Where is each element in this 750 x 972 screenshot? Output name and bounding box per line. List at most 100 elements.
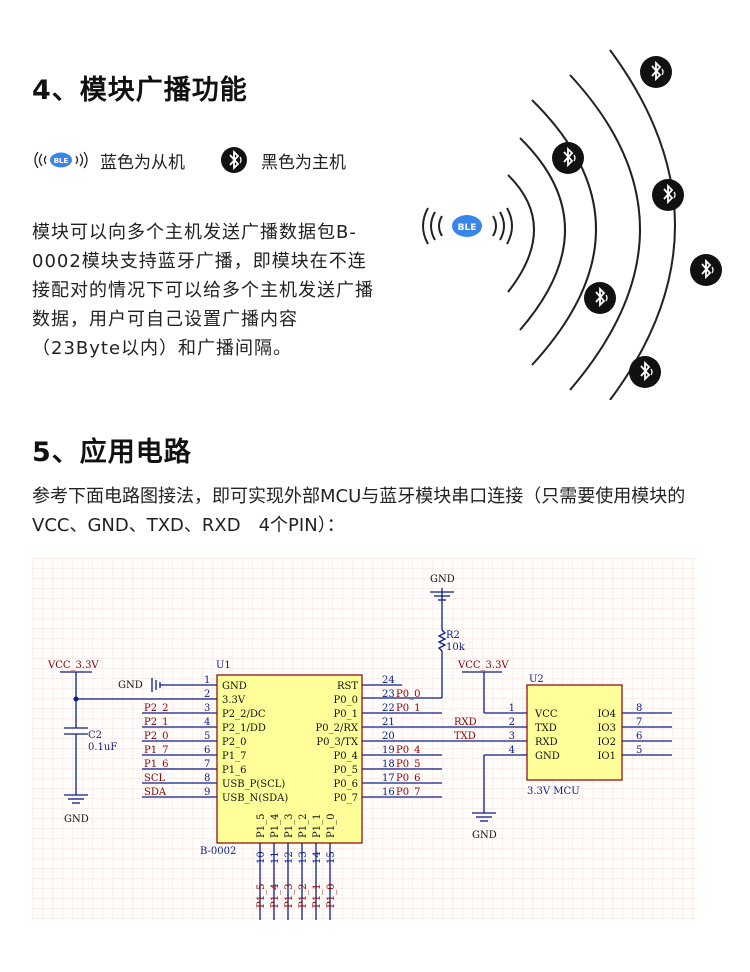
u2-pin-number: 8 bbox=[636, 703, 642, 714]
u2-part-label: 3.3V MCU bbox=[527, 786, 580, 797]
bt-node bbox=[584, 282, 616, 314]
net-label: P2_1 bbox=[144, 717, 168, 728]
u1-pin-number: 9 bbox=[204, 787, 210, 798]
u2-pin-name: IO3 bbox=[597, 723, 616, 734]
u2-pin-number: 3 bbox=[509, 731, 515, 742]
u1-pin-number: 19 bbox=[382, 745, 395, 756]
u2-pin-number: 6 bbox=[636, 731, 642, 742]
net-label: P0_0 bbox=[396, 689, 420, 700]
net-label: P0_6 bbox=[396, 773, 420, 784]
u2-pin-name: VCC bbox=[534, 709, 558, 720]
u1-pin-number: 2 bbox=[204, 689, 210, 700]
u1-pin-number: 21 bbox=[382, 717, 395, 728]
net-label: P1_2 bbox=[298, 884, 309, 908]
net-label: P1_1 bbox=[312, 884, 323, 908]
bt-node bbox=[629, 356, 661, 388]
c2-name: C2 bbox=[88, 730, 102, 741]
section5-title: 5、应用电路 bbox=[32, 437, 192, 468]
u1-designator: U1 bbox=[216, 660, 231, 671]
net-label: P0_5 bbox=[396, 759, 420, 770]
net-label: P1_5 bbox=[256, 884, 267, 908]
u1-pin-number: 15 bbox=[326, 851, 337, 864]
legend-bt-label: 黑色为主机 bbox=[261, 152, 346, 173]
u2-pin-number: 4 bbox=[509, 745, 515, 756]
u1-pin-name: P2_0 bbox=[222, 737, 246, 748]
u1-pin-number: 13 bbox=[298, 851, 309, 864]
net-label: P0_7 bbox=[396, 787, 420, 798]
u1-pin-name: P1_0 bbox=[326, 814, 337, 838]
broadcast-arcs bbox=[507, 49, 676, 400]
section5-paragraph: 参考下面电路图接法，即可实现外部MCU与蓝牙模块串口连接（只需要使用模块的VCC… bbox=[32, 486, 686, 536]
r2-name: R2 bbox=[446, 630, 460, 641]
u1-pin-number: 23 bbox=[382, 689, 395, 700]
schematic-diagram: GND R2 10k VCC_3.3V VCC_3.3V U1 U2 GND C… bbox=[32, 558, 696, 920]
u1-pin-name: P1_1 bbox=[312, 814, 323, 838]
chip-u2 bbox=[526, 684, 623, 781]
u1-pin-name: USB_N(SDA) bbox=[222, 793, 288, 804]
u1-pin-number: 20 bbox=[382, 731, 395, 742]
u1-pin-name: RST bbox=[337, 681, 358, 692]
u1-pin-number: 8 bbox=[204, 773, 210, 784]
u1-pin-name: P1_2 bbox=[298, 814, 309, 838]
u2-pin-number: 7 bbox=[636, 717, 642, 728]
u1-pin-name: P2_1/DD bbox=[222, 723, 266, 734]
net-label: SCL bbox=[144, 773, 166, 784]
bt-node bbox=[552, 142, 584, 174]
u2-pin-name: IO4 bbox=[597, 709, 616, 720]
u1-part-label: B-0002 bbox=[200, 846, 236, 857]
net-label: SDA bbox=[144, 787, 167, 798]
net-label: P2_2 bbox=[144, 703, 168, 714]
u1-pin-name: P0_0 bbox=[334, 695, 358, 706]
net-label: P1_0 bbox=[326, 884, 337, 908]
ble-broadcast-icon: BLE bbox=[34, 151, 88, 169]
ble-center-icon: BLE bbox=[422, 207, 513, 245]
ble-center-label: BLE bbox=[458, 223, 477, 233]
u2-pin-name: RXD bbox=[535, 737, 558, 748]
gnd-top-label: GND bbox=[430, 574, 455, 585]
u1-pin-name: P1_3 bbox=[284, 814, 295, 838]
u2-designator: U2 bbox=[529, 674, 544, 685]
gnd-u2-label: GND bbox=[472, 830, 497, 841]
gnd-u1-label: GND bbox=[118, 680, 143, 691]
net-label: TXD bbox=[454, 731, 476, 742]
net-label: P0_1 bbox=[396, 703, 420, 714]
gnd-c2-label: GND bbox=[64, 814, 89, 825]
u1-pin-name: P1_6 bbox=[222, 765, 246, 776]
u2-pin-number: 2 bbox=[509, 717, 515, 728]
legend-ble-label: 蓝色为从机 bbox=[100, 152, 185, 173]
u2-pin-name: IO1 bbox=[597, 751, 616, 762]
u1-pin-number: 12 bbox=[284, 851, 295, 864]
u1-pin-number: 5 bbox=[204, 731, 210, 742]
u1-pin-name: P0_2/RX bbox=[316, 723, 359, 734]
u1-pin-name: USB_P(SCL) bbox=[222, 779, 285, 790]
vcc-left-label: VCC_3.3V bbox=[47, 660, 99, 671]
u1-pin-name: P0_6 bbox=[334, 779, 358, 790]
u1-pin-number: 3 bbox=[204, 703, 210, 714]
net-label: P2_0 bbox=[144, 731, 168, 742]
bt-node bbox=[652, 179, 684, 211]
bluetooth-icon bbox=[221, 147, 247, 173]
net-label: P1_6 bbox=[144, 759, 168, 770]
section4-paragraph: 模块可以向多个主机发送广播数据包B-0002模块支持蓝牙广播，即模块在不连接配对… bbox=[32, 222, 374, 359]
u2-pin-name: TXD bbox=[535, 723, 557, 734]
net-label: RXD bbox=[454, 717, 477, 728]
u1-pin-name: P1_5 bbox=[256, 814, 267, 838]
net-label: P0_4 bbox=[396, 745, 420, 756]
u1-pin-number: 22 bbox=[382, 703, 395, 714]
vcc-right-label: VCC_3.3V bbox=[457, 660, 509, 671]
u1-pin-name: GND bbox=[222, 681, 247, 692]
u1-pin-name: P0_4 bbox=[334, 751, 358, 762]
broadcast-illustration: BLE bbox=[422, 49, 722, 400]
bt-node bbox=[640, 56, 672, 88]
u2-pin-number: 1 bbox=[509, 703, 515, 714]
u2-pin-name: GND bbox=[535, 751, 560, 762]
net-label: P1_3 bbox=[284, 884, 295, 908]
r2-value: 10k bbox=[446, 642, 466, 653]
u1-pin-number: 1 bbox=[204, 675, 210, 686]
wires bbox=[60, 588, 672, 920]
u1-pin-name: P0_7 bbox=[334, 793, 358, 804]
u2-pin-number: 5 bbox=[636, 745, 642, 756]
u1-pin-number: 16 bbox=[382, 787, 395, 798]
u1-pin-name: P0_3/TX bbox=[316, 737, 358, 748]
u1-pin-name: P1_7 bbox=[222, 751, 246, 762]
